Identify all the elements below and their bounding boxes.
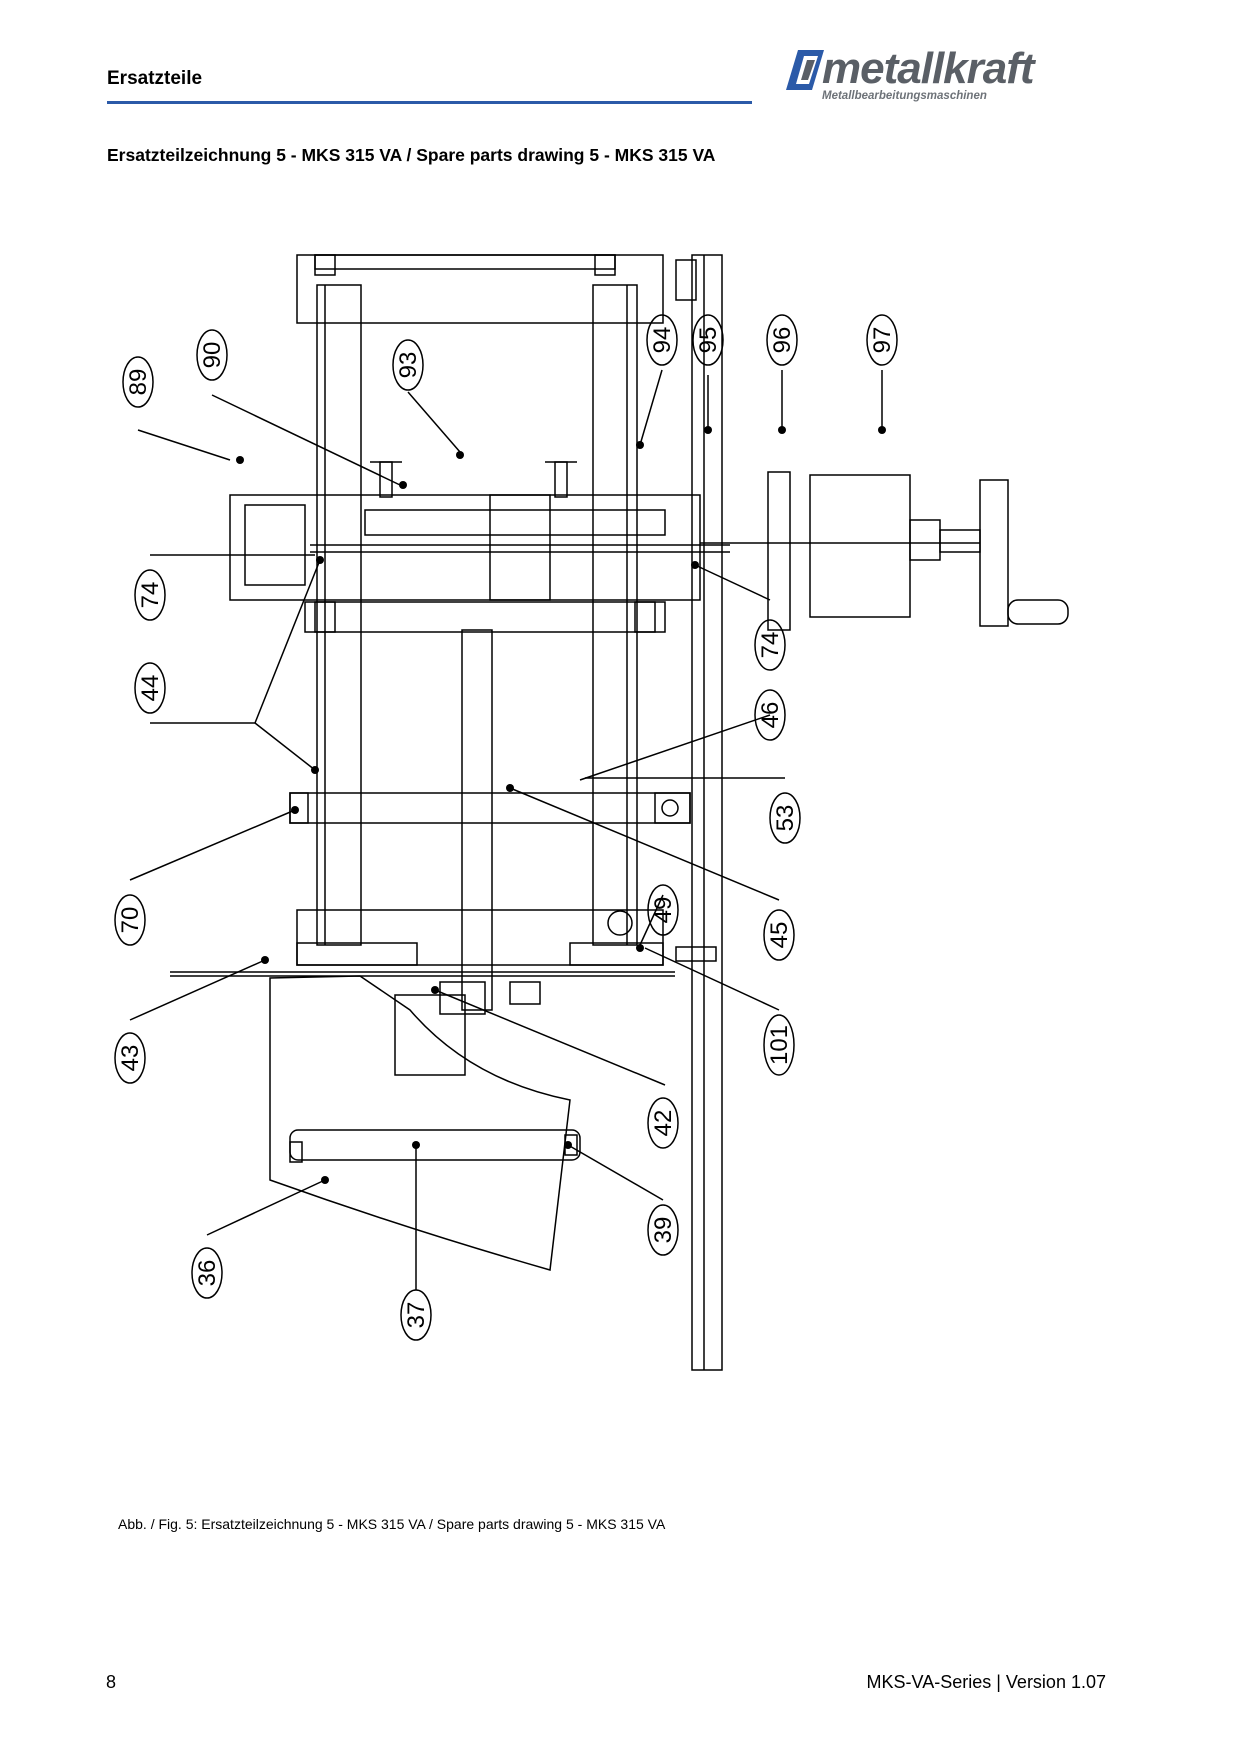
page-heading: Ersatzteilzeichnung 5 - MKS 315 VA / Spa… — [107, 145, 716, 165]
callout-70: 70 — [114, 894, 146, 946]
callout-96: 96 — [766, 314, 798, 366]
svg-text:70: 70 — [117, 907, 144, 934]
callout-37: 37 — [400, 1289, 432, 1341]
page-number: 8 — [106, 1672, 117, 1692]
figure-caption: Abb. / Fig. 5: Ersatzteilzeichnung 5 - M… — [118, 1516, 666, 1532]
callout-93: 93 — [392, 339, 424, 391]
svg-text:42: 42 — [650, 1110, 677, 1137]
section-title: Ersatzteile — [107, 68, 203, 89]
callout-42: 42 — [647, 1097, 679, 1149]
svg-text:53: 53 — [772, 805, 799, 832]
svg-text:46: 46 — [757, 702, 784, 729]
svg-text:74: 74 — [757, 632, 784, 659]
svg-text:39: 39 — [650, 1217, 677, 1244]
callout-97: 97 — [866, 314, 898, 366]
spare-parts-drawing: 89 90 93 94 95 96 97 74 74 44 46 53 45 7… — [114, 254, 1069, 1371]
svg-text:37: 37 — [403, 1302, 430, 1329]
logo-wordmark: metallkraft — [822, 44, 1035, 93]
callout-49: 49 — [647, 884, 679, 936]
callout-94: 94 — [646, 314, 678, 366]
svg-text:36: 36 — [194, 1260, 221, 1287]
callout-44: 44 — [134, 662, 166, 714]
svg-text:96: 96 — [769, 327, 796, 354]
svg-text:44: 44 — [137, 675, 164, 702]
svg-text:43: 43 — [117, 1045, 144, 1072]
header-rule — [107, 101, 752, 104]
svg-text:49: 49 — [650, 897, 677, 924]
callout-46: 46 — [754, 689, 786, 741]
svg-text:97: 97 — [869, 327, 896, 354]
callout-101: 101 — [763, 1014, 795, 1076]
svg-text:89: 89 — [125, 369, 152, 396]
callout-45: 45 — [763, 909, 795, 961]
svg-text:45: 45 — [766, 922, 793, 949]
svg-text:101: 101 — [766, 1025, 793, 1065]
callout-74-right: 74 — [754, 619, 786, 671]
metallkraft-logo: metallkraft Metallbearbeitungsmaschinen — [786, 44, 1106, 106]
callout-36: 36 — [191, 1247, 223, 1299]
svg-text:90: 90 — [199, 342, 226, 369]
svg-text:74: 74 — [137, 582, 164, 609]
callout-39: 39 — [647, 1204, 679, 1256]
callout-95: 95 — [692, 314, 724, 366]
callout-90: 90 — [196, 329, 228, 381]
callout-89: 89 — [122, 356, 154, 408]
svg-text:95: 95 — [695, 327, 722, 354]
logo-subtitle: Metallbearbeitungsmaschinen — [822, 90, 987, 102]
logo-mark-icon — [786, 50, 824, 90]
callout-43: 43 — [114, 1032, 146, 1084]
svg-text:93: 93 — [395, 352, 422, 379]
callout-53: 53 — [769, 792, 801, 844]
svg-text:94: 94 — [649, 327, 676, 354]
callout-74-left: 74 — [134, 569, 166, 621]
version-label: MKS-VA-Series | Version 1.07 — [866, 1672, 1106, 1692]
